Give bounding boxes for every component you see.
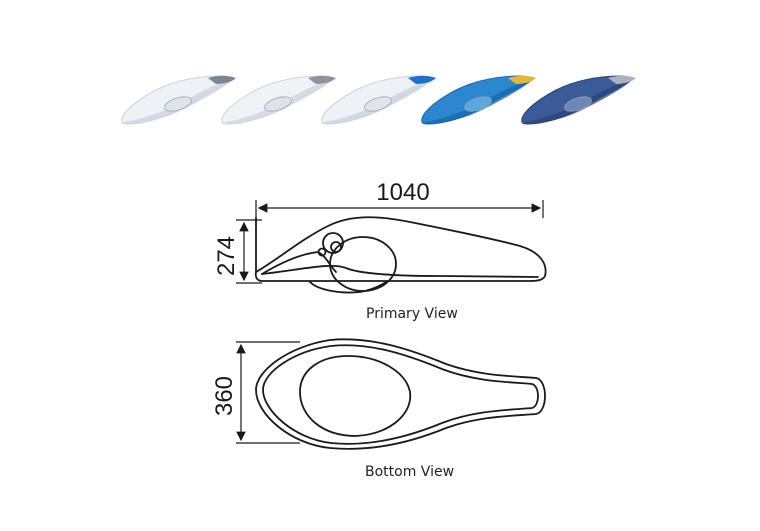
bottom-inner-outline: [262, 344, 539, 445]
thumbnail-accent: [308, 75, 336, 84]
thumbnail-shade: [224, 80, 332, 124]
bottom-outer-outline: [255, 338, 546, 450]
thumbnail-accent: [208, 75, 236, 84]
thumbnail-lens: [564, 96, 592, 112]
thumbnail-accent: [408, 75, 436, 84]
product-variants-row: [121, 75, 636, 125]
thumbnail-accent: [608, 75, 636, 84]
product-thumbnail-lamp-white-grey: [121, 75, 236, 125]
thumbnail-lens: [264, 96, 292, 112]
length-dim-label: 1040: [376, 179, 429, 206]
primary-sensor-inner: [330, 241, 342, 253]
thumbnail-lens: [364, 96, 392, 112]
primary-lens-skirt: [309, 281, 387, 294]
primary-view-drawing: [254, 216, 547, 294]
width-dimension: [236, 341, 300, 444]
thumbnail-shade: [524, 80, 632, 124]
product-thumbnail-lamp-white-silver: [221, 75, 336, 125]
thumbnail-shade: [324, 80, 432, 124]
primary-sensor-outer: [322, 232, 344, 254]
primary-view-caption: Primary View: [366, 306, 458, 322]
thumbnail-lens: [464, 96, 492, 112]
width-dim-label: 360: [211, 376, 238, 416]
thumbnail-shade: [124, 80, 232, 124]
product-thumbnail-lamp-white-blue: [321, 75, 436, 125]
thumbnail-lens: [164, 96, 192, 112]
primary-inner-line: [261, 264, 539, 278]
product-thumbnail-lamp-blue-yellow: [421, 75, 536, 125]
thumbnail-shade: [424, 80, 532, 124]
product-thumbnail-lamp-navy-silver: [521, 75, 636, 125]
thumbnail-accent: [508, 75, 536, 84]
primary-outer-profile: [254, 216, 547, 282]
height-dim-label: 274: [213, 236, 240, 276]
bottom-view-drawing: [255, 338, 546, 450]
bottom-view-caption: Bottom View: [365, 464, 455, 480]
height-dimension: [236, 219, 262, 284]
bottom-lens: [299, 355, 412, 437]
primary-dot: [317, 247, 327, 257]
